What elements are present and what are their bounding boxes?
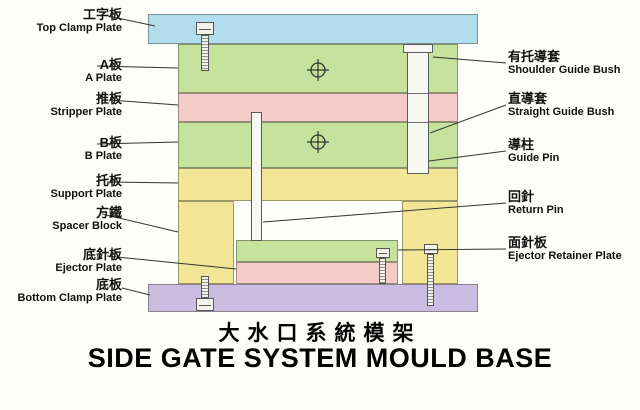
- label-en: B Plate: [84, 150, 122, 162]
- label-a-plate: A板 A Plate: [0, 58, 122, 85]
- label-en: Top Clamp Plate: [36, 22, 122, 34]
- diagram-title-english: SIDE GATE SYSTEM MOULD BASE: [87, 343, 553, 373]
- label-en: Ejector Retainer Plate: [508, 250, 622, 262]
- label-straight-guide-bush: 直導套 Straight Guide Bush: [508, 92, 640, 119]
- ejector-plate: [236, 262, 398, 284]
- diagram-title-chinese: 大水口系統模架: [218, 322, 422, 345]
- label-cn: 面針板: [508, 235, 548, 250]
- label-support-plate: 托板 Support Plate: [0, 174, 122, 201]
- label-en: Support Plate: [50, 188, 122, 200]
- label-stripper-plate: 推板 Stripper Plate: [0, 92, 122, 119]
- guide-bush-joint: [407, 122, 429, 123]
- label-cn: A板: [99, 57, 122, 72]
- label-cn: 底針板: [82, 247, 122, 262]
- label-en: Bottom Clamp Plate: [17, 292, 122, 304]
- screw-head: [196, 22, 214, 35]
- spacer-block-left: [178, 201, 234, 284]
- label-cn: 導柱: [508, 137, 535, 152]
- label-en: Spacer Block: [52, 220, 122, 232]
- label-cn: B板: [99, 135, 122, 150]
- return-pin: [251, 112, 262, 241]
- center-mark-icon: [307, 131, 329, 153]
- center-mark-icon: [307, 59, 329, 81]
- guide-pin: [407, 52, 429, 174]
- leader-return-pin: [262, 202, 507, 223]
- label-b-plate: B板 B Plate: [0, 136, 122, 163]
- screw-shaft: [201, 35, 209, 71]
- ejector-plate-screw: [376, 248, 390, 284]
- screw-head: [376, 248, 390, 258]
- screw-head: [424, 244, 438, 254]
- label-cn: 底板: [95, 277, 122, 292]
- label-cn: 托板: [95, 173, 122, 188]
- screw-shaft: [379, 258, 386, 284]
- label-en: Guide Pin: [508, 152, 560, 164]
- screw-shaft: [427, 254, 434, 306]
- label-shoulder-guide-bush: 有托導套 Shoulder Guide Bush: [508, 50, 640, 77]
- label-ejector-plate: 底針板 Ejector Plate: [0, 248, 122, 275]
- label-spacer-block: 方鐵 Spacer Block: [0, 206, 122, 233]
- label-cn: 回針: [508, 189, 535, 204]
- label-guide-pin: 導柱 Guide Pin: [508, 138, 640, 165]
- label-cn: 直導套: [508, 91, 548, 106]
- label-cn: 推板: [95, 91, 122, 106]
- label-en: A Plate: [85, 72, 122, 84]
- label-cn: 有托導套: [508, 49, 561, 64]
- label-en: Return Pin: [508, 204, 564, 216]
- label-en: Shoulder Guide Bush: [508, 64, 621, 76]
- screw-head: [196, 298, 214, 311]
- ejector-retainer-plate: [236, 240, 398, 262]
- screw-bottom-right: [424, 244, 438, 306]
- label-cn: 工字板: [82, 7, 122, 22]
- label-ejector-retainer-plate: 面針板 Ejector Retainer Plate: [508, 236, 640, 263]
- label-en: Stripper Plate: [50, 106, 122, 118]
- label-bottom-clamp-plate: 底板 Bottom Clamp Plate: [0, 278, 122, 305]
- screw-shaft: [201, 276, 209, 298]
- screw-top-left: [196, 22, 214, 71]
- label-en: Ejector Plate: [55, 262, 122, 274]
- label-top-clamp-plate: 工字板 Top Clamp Plate: [0, 8, 122, 35]
- label-cn: 方鐵: [95, 205, 122, 220]
- label-return-pin: 回針 Return Pin: [508, 190, 640, 217]
- screw-bottom-left: [196, 276, 214, 311]
- straight-guide-bush: [407, 93, 429, 94]
- leader-bottom-clamp-plate: [121, 287, 151, 296]
- label-en: Straight Guide Bush: [508, 106, 615, 118]
